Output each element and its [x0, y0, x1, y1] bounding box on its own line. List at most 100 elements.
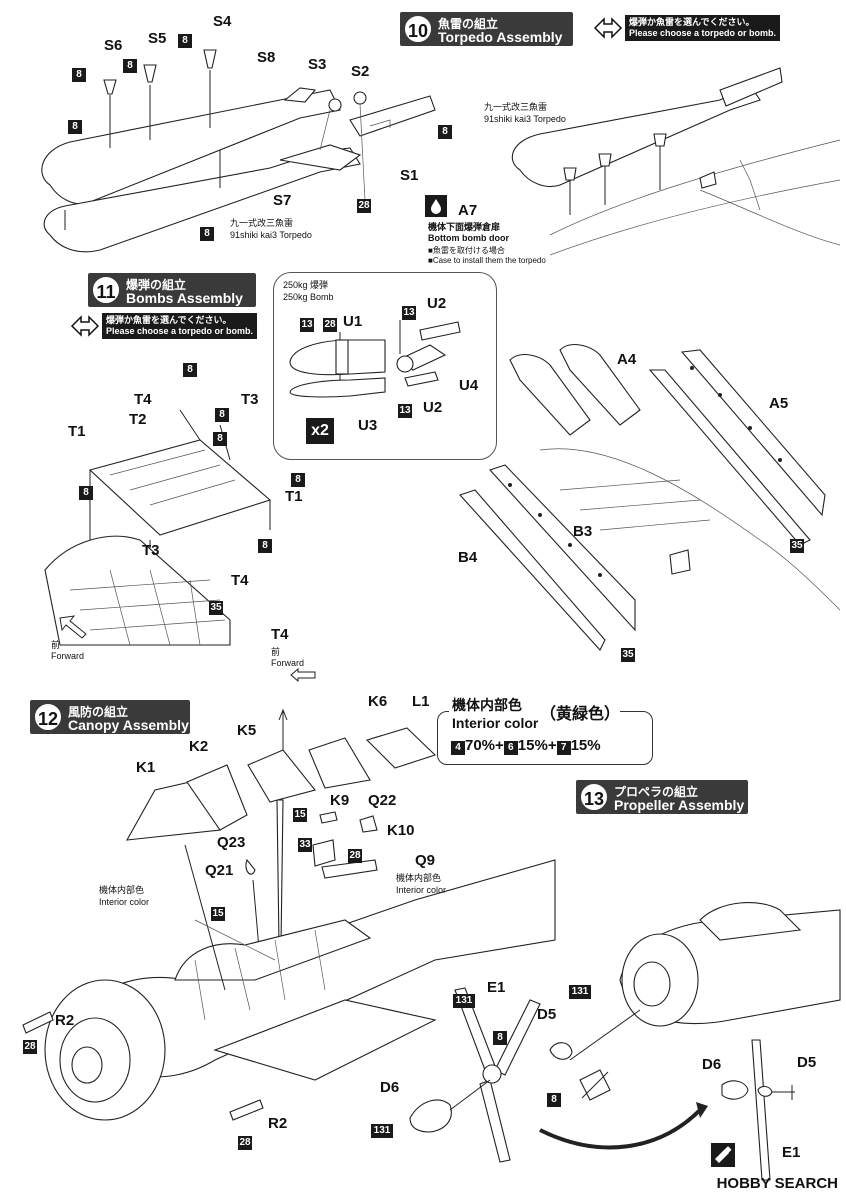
color-pct-6: 15% [517, 737, 548, 754]
step10-number: 10 [403, 14, 433, 44]
label-a4: A4 [617, 351, 637, 368]
label-b4: B4 [458, 549, 478, 566]
label-k5: K5 [237, 722, 257, 739]
num-131: 131 [371, 1124, 393, 1138]
torpedo-mount-drawing [511, 67, 841, 256]
bomb-rack-drawing [44, 409, 272, 646]
label-a7: A7 [458, 202, 478, 219]
a7-name-jp: 機体下面爆弾倉扉 [428, 222, 501, 232]
label-k2: K2 [189, 738, 209, 755]
step13-header: 13 プロペラの組立 Propeller Assembly [576, 780, 748, 814]
label-u3: U3 [358, 417, 378, 434]
torpedo-assembly-drawing [41, 49, 436, 253]
num-131: 131 [569, 985, 591, 999]
num-8: 8 [200, 227, 214, 241]
label-t4: T4 [231, 572, 249, 589]
label-s8: S8 [257, 49, 276, 66]
choose-text-en: Please choose a torpedo or bomb. [629, 28, 777, 38]
label-t3: T3 [241, 391, 259, 408]
interior-suffix: （黄緑色） [540, 700, 621, 724]
label-u1: U1 [343, 313, 363, 330]
label-t1: T1 [68, 423, 86, 440]
num-35: 35 [790, 539, 804, 553]
label-t2: T2 [129, 411, 147, 428]
num-8: 8 [438, 125, 452, 139]
label-s7: S7 [273, 192, 292, 209]
num-131: 131 [453, 994, 475, 1008]
num-8: 8 [547, 1093, 561, 1107]
a7-note-jp: ■魚雷を取付ける場合 [428, 246, 505, 255]
num-28: 28 [357, 199, 371, 213]
num-8: 8 [72, 68, 86, 82]
label-a5: A5 [769, 395, 789, 412]
num-28: 28 [238, 1136, 252, 1150]
label-u4: U4 [459, 377, 479, 394]
step13-number: 13 [579, 782, 609, 812]
color-num-6: 6 [503, 741, 518, 755]
interior-en: Interior color [452, 715, 539, 731]
torpedo2-name-jp: 九一式改三魚雷 [484, 102, 548, 112]
label-q9: Q9 [415, 852, 436, 869]
label-u2: U2 [427, 295, 447, 312]
label-s1: S1 [400, 167, 419, 184]
step12-title-jp: 風防の組立 [68, 705, 129, 719]
watermark: HOBBY SEARCH [717, 1175, 838, 1192]
forward2-en: Forward [271, 658, 305, 668]
forward-arrow-icon [59, 615, 87, 639]
label-s3: S3 [308, 56, 327, 73]
step13-title-en: Propeller Assembly [614, 797, 745, 813]
label-e1: E1 [487, 979, 506, 996]
forward2-jp: 前 [271, 647, 281, 657]
forward-arrow-icon [290, 667, 316, 683]
label-b3: B3 [573, 523, 593, 540]
num-28: 28 [23, 1040, 37, 1054]
num-8: 8 [493, 1031, 507, 1045]
choose-text: 爆弾か魚雷を選んでください。 Please choose a torpedo o… [102, 313, 258, 339]
label-d6: D6 [380, 1079, 400, 1096]
torpedo-name-jp: 九一式改三魚雷 [230, 218, 294, 228]
double-arrow-icon [70, 315, 100, 337]
torpedo-name-en: 91shiki kai3 Torpedo [230, 230, 312, 240]
label-d6: D6 [702, 1056, 722, 1073]
a7-note-en: ■Case to install them the torpedo [428, 256, 546, 265]
label-s5: S5 [148, 30, 167, 47]
label-k10: K10 [387, 822, 415, 839]
torpedo2-name-en: 91shiki kai3 Torpedo [484, 114, 566, 124]
interior3-en: Interior color [99, 897, 150, 907]
step10-header: 10 魚雷の組立 Torpedo Assembly [400, 12, 573, 46]
label-l1: L1 [412, 693, 430, 710]
label-t1: T1 [285, 488, 303, 505]
choose-text-jp: 爆弾か魚雷を選んでください。 [629, 17, 755, 27]
choose-text-jp: 爆弾か魚雷を選んでください。 [106, 315, 232, 325]
watermark-text: HOBBY SEARCH [716, 1175, 838, 1192]
num-13: 13 [300, 318, 314, 332]
num-15: 15 [211, 907, 225, 921]
label-s6: S6 [104, 37, 123, 54]
color-pct-7: 15% [570, 737, 601, 754]
num-8: 8 [213, 432, 227, 446]
num-8: 8 [291, 473, 305, 487]
label-k1: K1 [136, 759, 156, 776]
label-d5: D5 [537, 1006, 557, 1023]
interior-color-title: 機体内部色 Interior color [449, 695, 542, 731]
num-8: 8 [79, 486, 93, 500]
forward-jp: 前 [51, 640, 61, 650]
step10-title-en: Torpedo Assembly [438, 29, 563, 45]
step12-title-en: Canopy Assembly [68, 717, 189, 733]
num-8: 8 [258, 539, 272, 553]
propeller-assembly-drawing [409, 902, 841, 1181]
label-q22: Q22 [368, 792, 397, 809]
plus-sign: + [547, 737, 557, 754]
color-num-4: 4 [451, 741, 465, 755]
num-8: 8 [68, 120, 82, 134]
plus-sign: + [495, 737, 504, 754]
label-t4: T4 [271, 626, 289, 643]
num-35: 35 [209, 601, 223, 615]
bomb-name-jp: 250kg 爆弾 [283, 280, 329, 290]
forward-en: Forward [51, 651, 85, 661]
num-28: 28 [323, 318, 337, 332]
quantity-badge: x2 [306, 418, 334, 444]
label-k6: K6 [368, 693, 388, 710]
step12-header: 12 風防の組立 Canopy Assembly [30, 700, 190, 734]
